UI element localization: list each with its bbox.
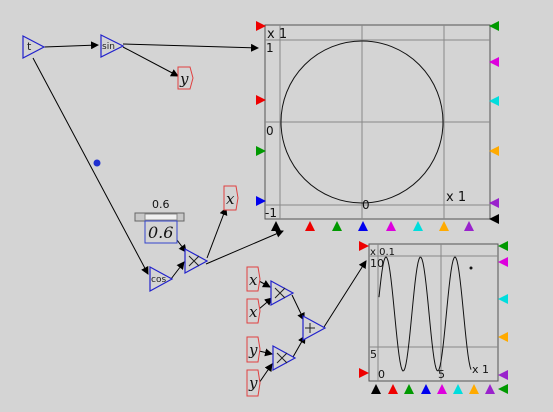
wire-junction-dot[interactable]: [93, 159, 101, 167]
time-bottom-port-marker[interactable]: [421, 384, 431, 394]
xy-right-port-marker[interactable]: [489, 96, 499, 106]
xy-bottom-port-marker[interactable]: [386, 221, 396, 231]
var-y-1-label: y: [179, 70, 189, 88]
xy-right-port-marker[interactable]: [489, 198, 499, 208]
node-sin[interactable]: sin: [100, 34, 125, 58]
time-left-port-marker[interactable]: [359, 241, 369, 251]
time-y-tick-mid: 5: [370, 348, 377, 361]
xy-scale-label-top: x 1: [267, 27, 287, 42]
slider-value-label: 0.6: [152, 198, 170, 211]
wire-y-mult3b: [258, 363, 273, 384]
xy-bottom-port-marker[interactable]: [413, 221, 423, 231]
xy-plot-panel[interactable]: x 1 x 1 1 0 -1 0: [264, 24, 491, 220]
time-plot-curve: [378, 256, 472, 372]
xy-bottom-port-marker[interactable]: [332, 221, 342, 231]
node-t-label: t: [27, 40, 32, 53]
time-bottom-port-marker[interactable]: [371, 384, 381, 394]
xy-scale-label-right: x 1: [446, 190, 466, 205]
time-bottom-port-marker[interactable]: [469, 384, 479, 394]
xy-plot-grid: [265, 25, 490, 219]
time-scale-label-right: x 1: [472, 363, 489, 376]
time-right-port-marker[interactable]: [498, 241, 508, 251]
wire-y-mult3a: [258, 348, 273, 357]
wire-mult2-add: [291, 294, 305, 321]
time-bottom-port-marker[interactable]: [437, 384, 447, 394]
time-right-port-marker[interactable]: [498, 370, 508, 380]
slider-handle[interactable]: [144, 213, 178, 221]
wire-x-mult2b: [258, 297, 273, 310]
xy-left-port-marker[interactable]: [256, 146, 266, 156]
xy-right-port-marker[interactable]: [489, 21, 499, 31]
time-scale-label-top: x 0.1: [370, 247, 395, 258]
wire-t-sin: [43, 41, 99, 50]
time-y-tick-top: 10: [370, 257, 384, 270]
var-node-y-3[interactable]: y: [246, 369, 261, 397]
time-bottom-port-marker[interactable]: [485, 384, 495, 394]
var-node-x-1[interactable]: x: [223, 185, 239, 211]
wire-mult-x: [206, 207, 228, 259]
node-multiply-3[interactable]: [272, 344, 297, 372]
var-node-y-1[interactable]: y: [177, 66, 194, 90]
time-right-port-marker[interactable]: [498, 384, 508, 394]
wire-sin-y: [122, 46, 179, 77]
time-bottom-port-marker[interactable]: [388, 384, 398, 394]
time-plot-panel[interactable]: x 0.1 x 1 10 5 0 5: [368, 243, 499, 382]
time-left-port-marker[interactable]: [359, 368, 369, 378]
time-right-port-marker[interactable]: [498, 294, 508, 304]
wire-mult-plot: [205, 230, 284, 265]
var-node-x-3[interactable]: x: [246, 298, 261, 324]
xy-left-port-marker[interactable]: [256, 196, 266, 206]
var-x-1-label: x: [226, 190, 235, 208]
slider-widget[interactable]: 0.6: [134, 198, 185, 222]
node-t[interactable]: t: [22, 35, 46, 59]
wire-add-plot: [323, 260, 367, 328]
xy-y-tick-top: 1: [266, 41, 274, 55]
node-cos-label: cos: [151, 275, 166, 285]
xy-bottom-port-marker[interactable]: [464, 221, 474, 231]
port-markers: [256, 21, 508, 394]
xy-y-tick-mid: 0: [266, 124, 274, 138]
time-x-tick-left: 0: [378, 368, 385, 381]
node-multiply-1[interactable]: [184, 247, 209, 275]
number-box-value: 0.6: [148, 223, 173, 242]
var-y-3-label: y: [248, 374, 258, 392]
var-x-3-label: x: [249, 303, 258, 321]
node-add[interactable]: [302, 314, 327, 342]
xy-right-port-marker[interactable]: [489, 214, 499, 224]
xy-right-port-marker[interactable]: [489, 146, 499, 156]
time-bottom-port-marker[interactable]: [404, 384, 414, 394]
time-plot-cursor: [469, 266, 473, 270]
time-x-tick-mid: 5: [438, 368, 445, 381]
node-multiply-2[interactable]: [270, 279, 295, 307]
time-right-port-marker[interactable]: [498, 257, 508, 267]
node-cos[interactable]: cos: [149, 265, 174, 293]
node-sin-label: sin: [102, 42, 115, 52]
xy-left-port-marker[interactable]: [256, 21, 266, 31]
xy-bottom-port-marker[interactable]: [271, 221, 281, 231]
var-node-y-2[interactable]: y: [246, 336, 261, 363]
xy-bottom-port-marker[interactable]: [439, 221, 449, 231]
wire-cos-mult: [170, 261, 185, 280]
xy-y-tick-bottom: -1: [265, 206, 277, 220]
wire-x-mult2a: [258, 280, 271, 288]
time-right-port-marker[interactable]: [498, 332, 508, 342]
xy-x-tick-mid: 0: [362, 198, 370, 212]
wire-sin-plot: [122, 43, 259, 52]
wire-t-cos: [32, 57, 149, 275]
var-y-2-label: y: [248, 341, 258, 359]
xy-left-port-marker[interactable]: [256, 95, 266, 105]
xy-plot-circle-curve: [280, 40, 444, 204]
var-x-2-label: x: [249, 271, 258, 289]
var-node-x-2[interactable]: x: [246, 266, 261, 292]
number-box[interactable]: 0.6: [144, 220, 178, 244]
time-bottom-port-marker[interactable]: [453, 384, 463, 394]
xy-right-port-marker[interactable]: [489, 57, 499, 67]
xy-bottom-port-marker[interactable]: [305, 221, 315, 231]
xy-bottom-port-marker[interactable]: [358, 221, 368, 231]
